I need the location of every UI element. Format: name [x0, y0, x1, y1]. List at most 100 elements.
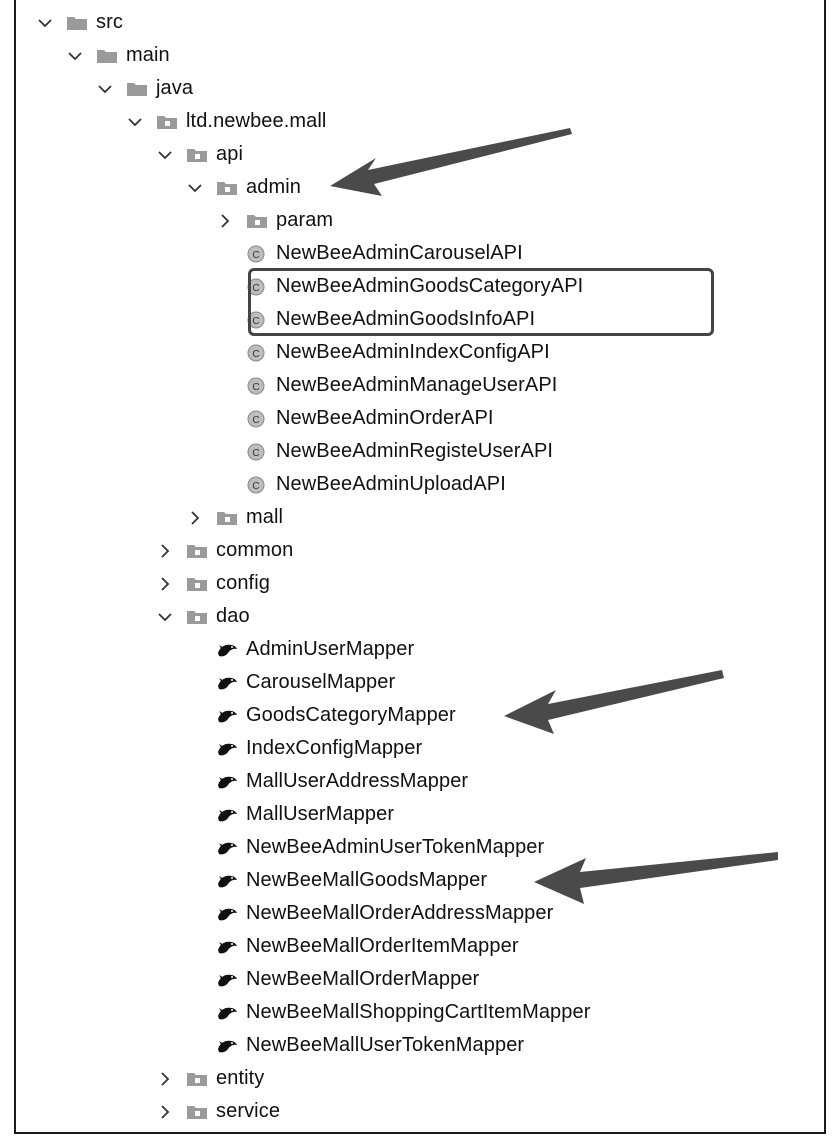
highlight-box	[248, 268, 714, 336]
tree-item-label: AdminUserMapper	[246, 638, 415, 660]
tree-class-goods-category-api[interactable]: C NewBeeAdminGoodsCategoryAPI	[246, 270, 583, 303]
package-icon	[186, 146, 208, 164]
tree-item-label: NewBeeAdminGoodsCategoryAPI	[276, 275, 584, 297]
tree-mapper-mall-user-address[interactable]: MallUserAddressMapper	[216, 765, 468, 798]
tree-item-label: NewBeeAdminGoodsInfoAPI	[276, 308, 536, 330]
tree-item-label: config	[216, 572, 270, 594]
mybatis-mapper-icon	[216, 905, 238, 923]
tree-mapper-goods-category[interactable]: GoodsCategoryMapper	[216, 699, 456, 732]
tree-mapper-order-item[interactable]: NewBeeMallOrderItemMapper	[216, 930, 519, 963]
svg-text:C: C	[252, 481, 259, 492]
tree-item-label: entity	[216, 1067, 265, 1089]
mybatis-mapper-icon	[216, 1004, 238, 1022]
mybatis-mapper-icon	[216, 872, 238, 890]
svg-text:C: C	[252, 349, 259, 360]
mybatis-mapper-icon	[216, 641, 238, 659]
mybatis-mapper-icon	[216, 938, 238, 956]
tree-mapper-shopping-cart-item[interactable]: NewBeeMallShoppingCartItemMapper	[216, 996, 590, 1029]
tree-item-label: NewBeeAdminUserTokenMapper	[246, 836, 545, 858]
package-icon	[216, 509, 238, 527]
tree-mapper-order-address[interactable]: NewBeeMallOrderAddressMapper	[216, 897, 553, 930]
tree-mapper-carousel[interactable]: CarouselMapper	[216, 666, 395, 699]
mybatis-mapper-icon	[216, 971, 238, 989]
tree-item-label: NewBeeMallGoodsMapper	[246, 869, 488, 891]
tree-item-label: GoodsCategoryMapper	[246, 704, 456, 726]
tree-package-common[interactable]: common	[156, 534, 293, 567]
chevron-right-icon[interactable]	[156, 1103, 174, 1121]
tree-mapper-mall-user[interactable]: MallUserMapper	[216, 798, 394, 831]
tree-item-label: src	[96, 11, 123, 33]
tree-class-carousel-api[interactable]: C NewBeeAdminCarouselAPI	[246, 237, 523, 270]
mybatis-mapper-icon	[216, 806, 238, 824]
chevron-down-icon[interactable]	[66, 47, 84, 65]
mybatis-mapper-icon	[216, 839, 238, 857]
tree-package-entity[interactable]: entity	[156, 1062, 264, 1095]
tree-mapper-user-token[interactable]: NewBeeMallUserTokenMapper	[216, 1029, 524, 1062]
tree-item-label: MallUserAddressMapper	[246, 770, 469, 792]
chevron-right-icon[interactable]	[156, 542, 174, 560]
tree-package-service[interactable]: service	[156, 1095, 280, 1128]
tree-item-label: NewBeeMallShoppingCartItemMapper	[246, 1001, 591, 1023]
tree-item-label: mall	[246, 506, 284, 528]
tree-folder-java[interactable]: java	[96, 72, 193, 105]
chevron-down-icon[interactable]	[156, 146, 174, 164]
chevron-right-icon[interactable]	[216, 212, 234, 230]
tree-package-api[interactable]: api	[156, 138, 243, 171]
chevron-down-icon[interactable]	[36, 14, 54, 32]
chevron-right-icon[interactable]	[186, 509, 204, 527]
package-icon	[156, 113, 178, 131]
svg-text:C: C	[252, 448, 259, 459]
tree-folder-src[interactable]: src	[36, 6, 123, 39]
tree-item-label: api	[216, 143, 243, 165]
chevron-down-icon[interactable]	[156, 608, 174, 626]
svg-text:C: C	[252, 283, 259, 294]
svg-text:C: C	[252, 250, 259, 261]
tree-item-label: NewBeeAdminCarouselAPI	[276, 242, 523, 264]
tree-mapper-order[interactable]: NewBeeMallOrderMapper	[216, 963, 479, 996]
class-icon: C	[246, 278, 268, 296]
mybatis-mapper-icon	[216, 773, 238, 791]
package-icon	[246, 212, 268, 230]
tree-mapper-mall-goods[interactable]: NewBeeMallGoodsMapper	[216, 864, 487, 897]
tree-package-param[interactable]: param	[216, 204, 333, 237]
tree-item-label: dao	[216, 605, 250, 627]
class-icon: C	[246, 476, 268, 494]
tree-item-label: java	[156, 77, 194, 99]
mybatis-mapper-icon	[216, 740, 238, 758]
svg-text:C: C	[252, 382, 259, 393]
mybatis-mapper-icon	[216, 674, 238, 692]
tree-folder-main[interactable]: main	[66, 39, 170, 72]
tree-item-label: NewBeeAdminManageUserAPI	[276, 374, 558, 396]
tree-mapper-admin-user[interactable]: AdminUserMapper	[216, 633, 414, 666]
tree-item-label: NewBeeMallOrderItemMapper	[246, 935, 519, 957]
chevron-down-icon[interactable]	[126, 113, 144, 131]
chevron-down-icon[interactable]	[96, 80, 114, 98]
tree-package-mall[interactable]: mall	[186, 501, 283, 534]
tree-mapper-index-config[interactable]: IndexConfigMapper	[216, 732, 422, 765]
class-icon: C	[246, 245, 268, 263]
tree-item-label: NewBeeMallOrderAddressMapper	[246, 902, 554, 924]
tree-package-admin[interactable]: admin	[186, 171, 301, 204]
chevron-down-icon[interactable]	[186, 179, 204, 197]
tree-mapper-admin-user-token[interactable]: NewBeeAdminUserTokenMapper	[216, 831, 544, 864]
tree-package-config[interactable]: config	[156, 567, 270, 600]
tree-item-label: CarouselMapper	[246, 671, 396, 693]
tree-item-label: common	[216, 539, 294, 561]
folder-icon	[126, 80, 148, 98]
chevron-right-icon[interactable]	[156, 575, 174, 593]
mybatis-mapper-icon	[216, 1037, 238, 1055]
folder-icon	[66, 14, 88, 32]
tree-item-label: IndexConfigMapper	[246, 737, 423, 759]
tree-package-ltd-newbee-mall[interactable]: ltd.newbee.mall	[126, 105, 326, 138]
tree-package-dao[interactable]: dao	[156, 600, 250, 633]
tree-class-manage-user-api[interactable]: C NewBeeAdminManageUserAPI	[246, 369, 557, 402]
chevron-right-icon[interactable]	[156, 1070, 174, 1088]
tree-item-label: admin	[246, 176, 301, 198]
package-icon	[186, 608, 208, 626]
